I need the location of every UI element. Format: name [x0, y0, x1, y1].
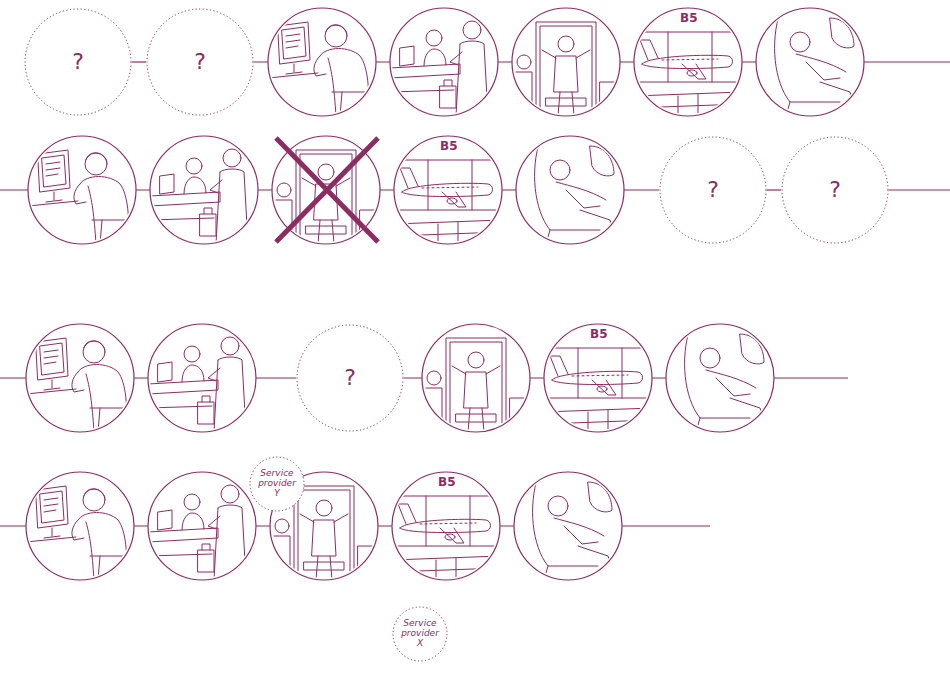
flow-connector [132, 61, 146, 62]
gate-sign: B5 [590, 328, 608, 340]
question-mark: ? [829, 178, 841, 202]
gate-sign: B5 [440, 140, 458, 152]
unknown-step: ? [146, 8, 254, 116]
service-provider-circle: Service provider Y [249, 456, 305, 512]
question-mark: ? [194, 50, 206, 74]
unknown-step: ? [781, 136, 889, 244]
unknown-step: ? [296, 324, 404, 432]
question-mark: ? [707, 178, 719, 202]
gate-sign: B5 [680, 12, 698, 24]
question-mark: ? [72, 50, 84, 74]
question-mark: ? [344, 366, 356, 390]
provider-label: Service provider X [398, 619, 442, 649]
flow-connector [767, 189, 781, 190]
service-provider-circle: Service provider X [392, 606, 448, 662]
provider-label: Service provider Y [255, 469, 299, 499]
gate-sign: B5 [438, 476, 456, 488]
unknown-step: ? [24, 8, 132, 116]
unknown-step: ? [659, 136, 767, 244]
